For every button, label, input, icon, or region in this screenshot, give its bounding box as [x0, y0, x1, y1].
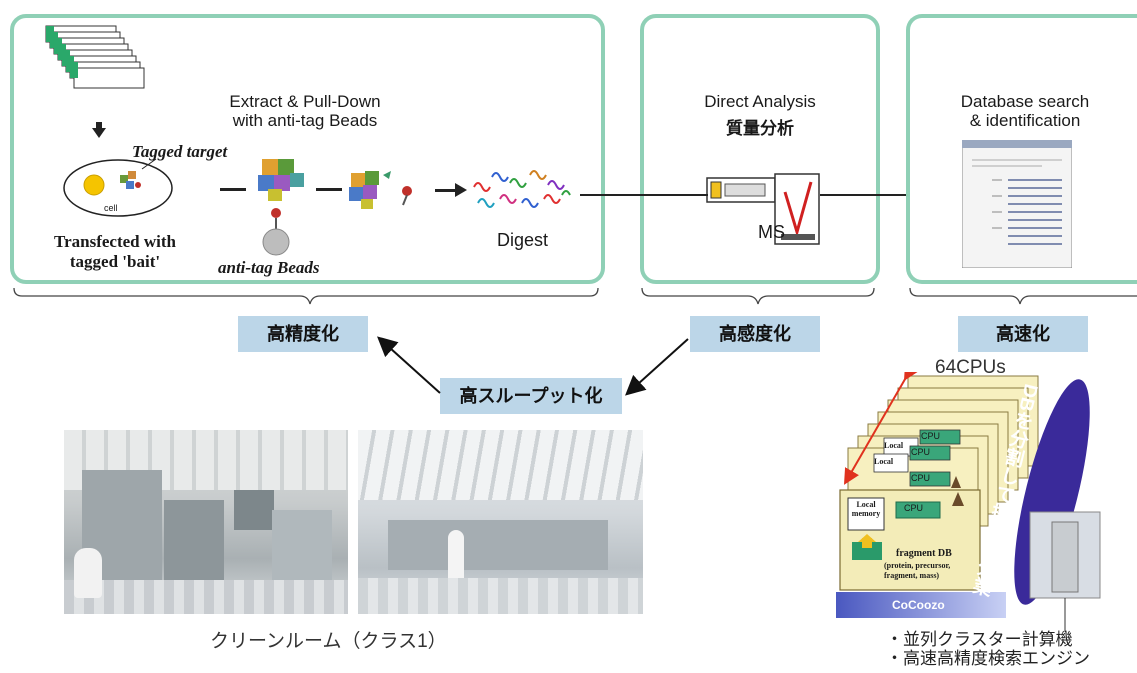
transfected-label: Transfected with tagged 'bait': [15, 232, 215, 272]
database-title: Database search & identification: [920, 92, 1130, 130]
digest-label: Digest: [497, 230, 549, 250]
equipment-mid: [164, 500, 224, 590]
cpu-back-label-2: CPU: [911, 447, 931, 457]
digest-peptides: [473, 170, 571, 208]
local-back-label-2: Local: [874, 457, 894, 466]
extract-title: Extract & Pull-Down with anti-tag Beads: [195, 92, 415, 130]
local-memory-label: Local memory: [848, 500, 884, 518]
cpu-back-label-1: CPU: [921, 431, 941, 441]
local-memory-line2: memory: [851, 509, 881, 518]
analysis-panel: [640, 14, 880, 284]
database-title-line2: & identification: [969, 111, 1081, 130]
cpu-back-label-3: CPU: [911, 473, 931, 483]
extract-title-line2: with anti-tag Beads: [232, 111, 378, 130]
cleanroom-floor-right: [358, 578, 643, 614]
extract-title-line1: Extract & Pull-Down: [229, 92, 381, 111]
badge-speed: 高速化: [958, 316, 1088, 352]
database-title-line1: Database search: [960, 92, 1090, 111]
local-back-label-1: Local: [884, 441, 904, 450]
throughput-arrows: [377, 336, 689, 396]
ms-label: MS: [758, 222, 785, 242]
cluster-bullet-1: ・並列クラスター計算機: [886, 630, 1073, 649]
badge-sensitivity: 高感度化: [690, 316, 820, 352]
arrow-to-digest: [435, 189, 457, 192]
dash-1: [220, 188, 246, 191]
worker-figure: [74, 548, 102, 598]
cleanroom-photo-left: [64, 430, 348, 614]
mass-spectrometer-icon: [706, 173, 820, 245]
cleanroom-caption: クリーンルーム（クラス1）: [210, 631, 447, 652]
badge-accuracy: 高精度化: [238, 316, 368, 352]
arrow-to-digest-head: [455, 183, 467, 197]
fragment-db-detail1: (protein, precursor,: [884, 561, 951, 570]
cpu-front-label: CPU: [904, 503, 924, 513]
cpu-cluster-illustration: [836, 372, 1101, 632]
equipment-top: [234, 490, 274, 530]
puzzle-complex-released: [349, 171, 412, 209]
search-results-screenshot: [962, 140, 1072, 268]
analysis-title: Direct Analysis: [704, 92, 816, 111]
cleanroom-floor: [64, 580, 348, 614]
fragment-db-label: fragment DB: [896, 548, 952, 559]
fragment-db-detail2: fragment, mass): [884, 571, 940, 580]
transfected-line1: Transfected with: [54, 232, 176, 251]
dash-2: [316, 188, 342, 191]
local-memory-line1: Local: [856, 500, 876, 509]
analysis-subtitle: 質量分析: [726, 119, 794, 138]
puzzle-complex-with-bead: [258, 159, 304, 256]
flow-line-ms-to-db: [820, 194, 944, 196]
tagged-target-label: Tagged target: [132, 142, 228, 161]
cell-label: cell: [104, 203, 118, 213]
anti-tag-beads-label: anti-tag Beads: [218, 258, 320, 277]
panel-braces: [13, 287, 1137, 305]
brand-label: CoCoozo: [892, 598, 945, 612]
cleanroom-photo-right: [358, 430, 643, 614]
cpus-label: 64CPUs: [935, 357, 1006, 378]
cleanroom-ceiling-right: [358, 430, 643, 500]
worker-figure-right: [448, 530, 464, 580]
fragment-db-detail: (protein, precursor, fragment, mass): [884, 561, 950, 581]
down-arrow-icon: [92, 128, 106, 138]
cell-illustration: [63, 158, 173, 217]
badge-throughput: 高スループット化: [440, 378, 622, 414]
transfected-line2: tagged 'bait': [69, 252, 161, 271]
flow-line-digest-to-ms: [580, 194, 708, 196]
equipment-row: [388, 520, 608, 570]
equipment-right: [272, 510, 332, 580]
cluster-bullets: ・並列クラスター計算機 ・高速高精度検索エンジン: [886, 630, 1090, 668]
down-arrow-stem: [96, 122, 102, 130]
plate-stack-icon: [45, 25, 145, 89]
cluster-bullet-2: ・高速高精度検索エンジン: [886, 649, 1090, 668]
